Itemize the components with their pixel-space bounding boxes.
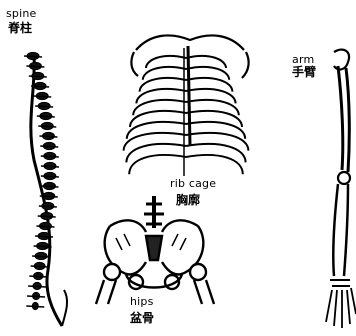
vertebra-process	[29, 76, 47, 77]
rib-bones	[124, 56, 249, 174]
arm-illustration	[326, 50, 356, 328]
vertebra-process	[27, 296, 45, 297]
spine-label-zh: 脊柱	[8, 22, 32, 34]
spine-label-en: spine	[6, 8, 37, 19]
vertebra-process	[38, 216, 56, 217]
vertebra-process	[36, 226, 54, 227]
arm-label-zh: 手臂	[292, 66, 316, 78]
rib	[186, 155, 243, 174]
vertebra-process	[31, 86, 49, 87]
vertebra-process	[31, 266, 49, 267]
arm-label-en: arm	[292, 54, 314, 65]
rib	[186, 100, 239, 115]
vertebra-process	[41, 176, 59, 177]
hips-illustration	[96, 196, 214, 304]
rib-cage-label-en: rib cage	[170, 178, 216, 189]
vertebra-process	[38, 126, 56, 127]
rib	[186, 111, 242, 127]
vertebra-process	[24, 56, 42, 57]
vertebra-process	[26, 66, 44, 67]
rib	[186, 133, 248, 151]
vertebra-process	[33, 96, 51, 97]
vertebra-process	[35, 236, 53, 237]
spine-vertebrae	[24, 52, 59, 309]
vertebra-process	[40, 196, 58, 197]
rib	[126, 144, 186, 162]
hips-label-en: hips	[130, 296, 154, 307]
vertebra-process	[39, 206, 57, 207]
vertebra-process	[29, 276, 47, 277]
rib	[130, 111, 186, 127]
vertebra-process	[41, 166, 59, 167]
vertebra-process	[37, 116, 55, 117]
vertebra-process	[39, 136, 57, 137]
rib	[124, 133, 186, 151]
vertebra-process	[40, 146, 58, 147]
vertebra-process	[34, 246, 52, 247]
vertebra-process	[40, 186, 58, 187]
vertebra-process	[28, 286, 46, 287]
hips-label-zh: 盆骨	[130, 312, 154, 324]
rib	[133, 100, 186, 115]
rib-cage-label-zh: 胸廓	[176, 194, 200, 206]
vertebra-process	[26, 306, 44, 307]
vertebra-process	[32, 256, 50, 257]
rib	[129, 155, 186, 174]
vertebra-process	[41, 156, 59, 157]
rib	[186, 144, 246, 162]
vertebra-process	[35, 106, 53, 107]
